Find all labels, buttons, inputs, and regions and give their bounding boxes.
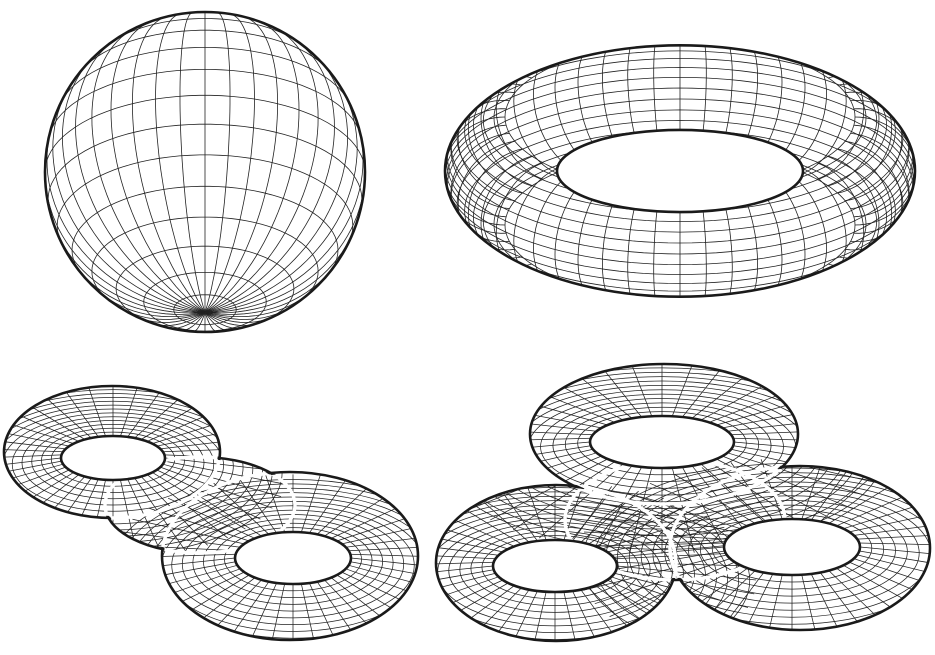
double-torus-hole: [235, 532, 351, 584]
triple-torus-hole: [590, 416, 734, 468]
triple-torus-hole: [493, 540, 617, 592]
triple-torus-hole: [724, 519, 860, 575]
double-torus-hole: [61, 436, 165, 480]
